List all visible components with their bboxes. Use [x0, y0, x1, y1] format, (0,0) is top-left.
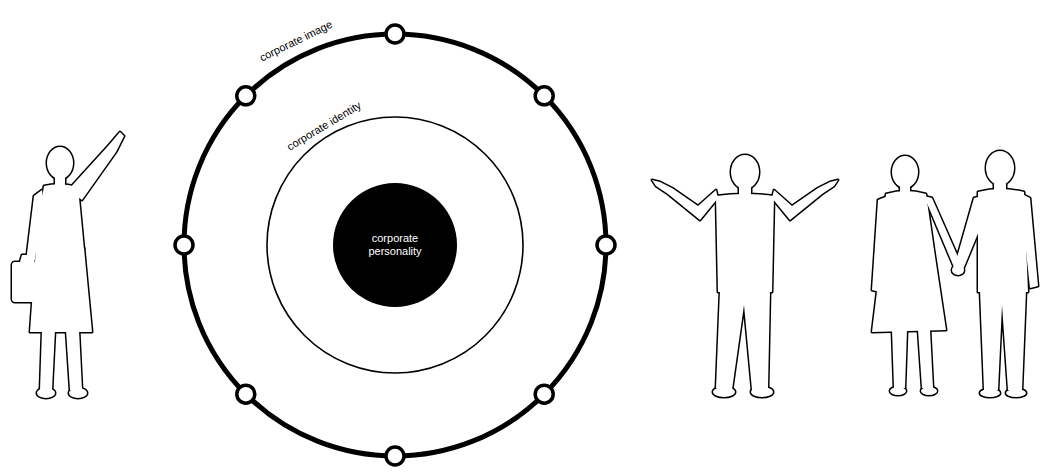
ring-dot	[175, 236, 193, 254]
person-silhouette	[12, 132, 124, 398]
ring-dot	[237, 87, 255, 105]
ring-dot	[386, 447, 404, 465]
ring-outline	[184, 34, 606, 456]
ring-dot	[535, 385, 553, 403]
ring-dot	[597, 236, 615, 254]
couple-silhouette	[872, 151, 1038, 397]
ring-label: corporate identity	[284, 99, 363, 153]
person-silhouette	[652, 155, 838, 397]
identity-ring: corporate personalitycorporate identity	[267, 117, 523, 373]
couple-silhouette	[872, 151, 1038, 397]
person-silhouette	[652, 155, 838, 397]
core-label: corporate personality	[353, 232, 437, 257]
person-silhouette	[12, 132, 124, 398]
ring-dot	[237, 385, 255, 403]
ring-dot	[535, 87, 553, 105]
personality-core: corporate personality	[333, 183, 457, 307]
image-ring: corporate personalitycorporate identityc…	[184, 34, 606, 456]
ring-outline	[267, 117, 523, 373]
core-disc	[333, 183, 457, 307]
ring-dot	[386, 25, 404, 43]
